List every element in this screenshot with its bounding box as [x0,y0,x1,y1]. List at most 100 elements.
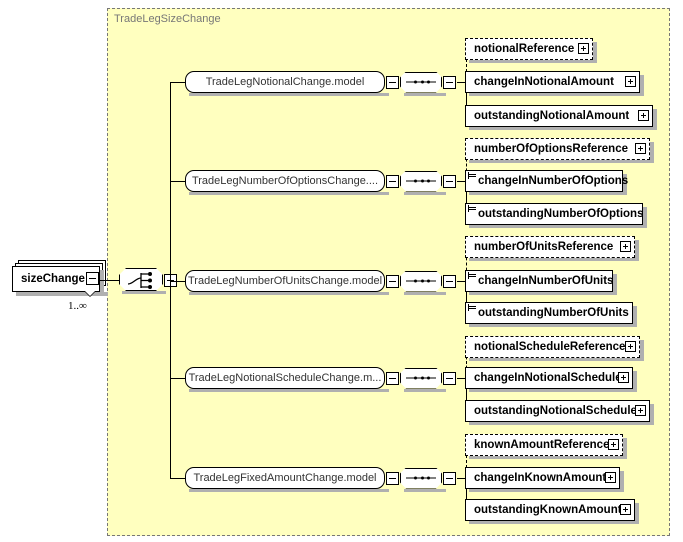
box-shadow [640,340,644,361]
element-expander-plus-icon[interactable] [578,43,589,54]
element-numberOfUnitsReference[interactable]: numberOfUnitsReference [465,236,635,258]
group-panel-label: TradeLegSizeChange [114,13,221,25]
root-element-sizechange[interactable]: sizeChange [12,266,100,292]
box-shadow [189,389,389,392]
box-shadow [469,324,637,327]
element-outstandingNumberOfOptions[interactable]: outstandingNumberOfOptions [465,203,643,225]
element-changeInNotionalSchedule[interactable]: changeInNotionalSchedule [465,367,633,389]
element-expander-plus-icon[interactable] [605,472,616,483]
sequence-expander-minus-icon[interactable] [443,472,456,485]
sequence-expander-minus-icon[interactable] [443,76,456,89]
sequence-connector-icon[interactable] [400,171,442,192]
model-group-expander-minus-icon[interactable] [386,472,399,485]
root-element-label: sizeChange [21,273,85,285]
fan-vertical-line [466,378,467,411]
model-group-4[interactable]: TradeLegFixedAmountChange.model [185,467,385,489]
root-expander-minus-icon[interactable] [86,272,99,285]
sequence-connector-icon[interactable] [400,368,442,389]
model-group-0[interactable]: TradeLegNotionalChange.model [185,71,385,93]
element-changeInKnownAmount[interactable]: changeInKnownAmount [465,467,620,489]
model-group-label: TradeLegNotionalScheduleChange.m... [188,372,382,384]
element-label: changeInNotionalSchedule [474,372,622,384]
box-shadow [469,456,627,459]
box-shadow [469,60,597,63]
box-shadow [469,489,624,492]
simple-type-icon [468,172,476,179]
box-shadow [623,438,627,459]
element-changeInNotionalAmount[interactable]: changeInNotionalAmount [465,71,640,93]
optional-fan-vertical-line [466,347,467,378]
element-knownAmountReference[interactable]: knownAmountReference [465,434,623,456]
element-label: knownAmountReference [474,439,610,451]
box-shadow [633,371,637,392]
model-group-3[interactable]: TradeLegNotionalScheduleChange.m... [185,367,385,389]
element-expander-plus-icon[interactable] [625,76,636,87]
box-shadow [635,503,639,524]
box-shadow [640,75,644,96]
box-shadow [469,358,644,361]
sequence-connector-icon[interactable] [400,271,442,292]
element-outstandingNotionalAmount[interactable]: outstandingNotionalAmount [465,105,653,127]
sequence-to-fan-line [457,478,466,479]
box-shadow [469,389,637,392]
element-label: changeInNumberOfUnits [478,275,614,287]
sequence-expander-minus-icon[interactable] [443,275,456,288]
model-group-expander-minus-icon[interactable] [386,175,399,188]
element-numberOfOptionsReference[interactable]: numberOfOptionsReference [465,138,650,160]
sequence-to-fan-line [457,378,466,379]
element-label: outstandingNumberOfOptions [478,208,644,220]
element-expander-plus-icon[interactable] [625,341,636,352]
sequence-to-fan-line [457,82,466,83]
sequence-to-fan-line [457,181,466,182]
element-notionalReference[interactable]: notionalReference [465,38,593,60]
element-label: changeInNumberOfOptions [478,175,629,187]
box-shadow [469,225,647,228]
element-outstandingKnownAmount[interactable]: outstandingKnownAmount [465,499,635,521]
element-notionalScheduleReference[interactable]: notionalScheduleReference [465,336,640,358]
box-shadow [469,292,617,295]
box-shadow [404,92,446,96]
root-to-choice-line [100,279,119,281]
fan-vertical-line [466,281,467,313]
element-changeInNumberOfOptions[interactable]: changeInNumberOfOptions [465,170,628,192]
element-outstandingNumberOfUnits[interactable]: outstandingNumberOfUnits [465,302,633,324]
box-shadow [593,42,597,63]
box-shadow [122,291,166,294]
model-group-expander-minus-icon[interactable] [386,76,399,89]
optional-fan-vertical-line [466,247,467,281]
element-expander-plus-icon[interactable] [635,143,646,154]
sequence-expander-minus-icon[interactable] [443,372,456,385]
box-shadow [633,306,637,327]
element-changeInNumberOfUnits[interactable]: changeInNumberOfUnits [465,270,613,292]
box-shadow [404,291,446,295]
trunk-to-model-line [170,82,185,83]
box-shadow [469,127,657,130]
box-shadow [469,258,639,261]
optional-fan-vertical-line [466,445,467,478]
box-shadow [469,192,627,195]
root-cardinality: 1..∞ [68,300,87,312]
fan-vertical-line [466,478,467,510]
model-group-label: TradeLegNumberOfOptionsChange.... [191,175,379,187]
element-expander-plus-icon[interactable] [620,504,631,515]
element-expander-plus-icon[interactable] [618,372,629,383]
trunk-to-model-line [170,478,185,479]
box-shadow [16,292,108,296]
choice-connector-icon[interactable] [119,268,163,291]
element-expander-plus-icon[interactable] [635,405,646,416]
model-group-expander-minus-icon[interactable] [386,372,399,385]
sequence-expander-minus-icon[interactable] [443,175,456,188]
box-shadow [189,192,389,195]
model-group-1[interactable]: TradeLegNumberOfOptionsChange.... [185,170,385,192]
trunk-to-model-line [170,181,185,182]
branch-trunk-vertical [170,82,171,478]
element-expander-plus-icon[interactable] [608,439,619,450]
sequence-connector-icon[interactable] [400,468,442,489]
element-expander-plus-icon[interactable] [638,110,649,121]
element-outstandingNotionalSchedule[interactable]: outstandingNotionalSchedule [465,400,650,422]
sequence-connector-icon[interactable] [400,72,442,93]
element-expander-plus-icon[interactable] [620,241,631,252]
simple-type-icon [468,304,476,311]
model-group-2[interactable]: TradeLegNumberOfUnitsChange.model [185,270,385,292]
model-group-expander-minus-icon[interactable] [386,275,399,288]
